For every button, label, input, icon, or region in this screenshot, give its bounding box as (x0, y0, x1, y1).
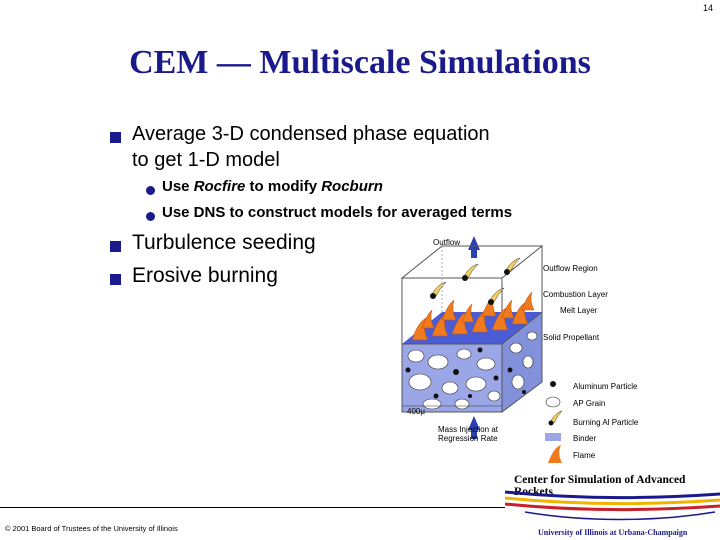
sub-bullet-1-em: Rocfire (193, 178, 246, 195)
sub-bullet-1-marker (146, 182, 155, 200)
legend-ap-grain: AP Grain (573, 399, 606, 408)
university-logo-swoosh (505, 490, 720, 521)
flame-layer (411, 291, 535, 341)
slide-title: CEM — Multiscale Simulations (129, 44, 591, 81)
burning-al-particles (430, 257, 521, 305)
square-bullet-icon (110, 132, 121, 143)
copyright-footer: © 2001 Board of Trustees of the Universi… (5, 524, 178, 533)
bullet-2-marker (110, 239, 121, 257)
sub-bullet-2: Use DNS to construct models for averaged… (162, 204, 513, 221)
uiuc-logo-text: University of Illinois at Urbana-Champai… (538, 528, 688, 537)
solid-propellant-label: Solid Propellant (543, 333, 600, 342)
sub-bullet-1-middle: to modify (245, 178, 322, 195)
bullet-2-text: Turbulence seeding (132, 231, 316, 254)
bullet-1-line-2: to get 1-D model (132, 149, 280, 171)
sub-bullet-1: Use Rocfire to modify Rocburn (162, 178, 383, 195)
bullet-marker (110, 130, 121, 148)
sub-bullet-1-em2: Rocburn (321, 178, 383, 195)
sub-bullet-2-marker (146, 208, 155, 226)
dot-bullet-icon (146, 212, 155, 221)
dot-bullet-icon (146, 186, 155, 195)
outflow-label: Outflow (433, 238, 461, 247)
ap-grains (407, 331, 538, 410)
square-bullet-icon (110, 241, 121, 252)
legend-flame: Flame (573, 451, 596, 460)
propellant-diagram (400, 236, 563, 463)
burning-al-legend-dot (548, 420, 554, 426)
bullet-3-marker (110, 272, 121, 290)
legend-aluminum-particle: Aluminum Particle (573, 382, 638, 391)
dimension-label: 400μ (407, 407, 425, 416)
binder-legend-icon (545, 433, 561, 441)
mass-injection-label-2: Regression Rate (438, 434, 498, 443)
flame-legend-icon (548, 445, 562, 463)
sub-bullet-1-prefix: Use (162, 178, 194, 195)
melt-layer-label: Melt Layer (560, 306, 598, 315)
square-bullet-icon (110, 274, 121, 285)
aluminum-particles (405, 347, 526, 399)
outflow-arrow-shaft (471, 246, 477, 258)
combustion-layer-label: Combustion Layer (543, 290, 608, 299)
burning-al-legend-icon (549, 410, 563, 424)
bullet-1-line-1: Average 3-D condensed phase equation (132, 123, 490, 145)
bullet-3-text: Erosive burning (132, 264, 278, 287)
mass-injection-arrow-shaft (471, 427, 477, 439)
outflow-region-label: Outflow Region (543, 264, 598, 273)
footer-divider (0, 507, 505, 508)
legend-burning-al-particle: Burning Al Particle (573, 418, 639, 427)
mass-injection-label-1: Mass Injection at (438, 425, 499, 434)
page-number: 14 (702, 3, 713, 13)
mass-injection-arrow-icon (468, 416, 480, 430)
ap-grain-legend-icon (545, 396, 561, 408)
aluminum-particle-legend-icon (550, 381, 556, 387)
legend-binder: Binder (573, 434, 597, 443)
bullet-1-text: Average 3-D condensed phase equation to … (110, 121, 490, 173)
